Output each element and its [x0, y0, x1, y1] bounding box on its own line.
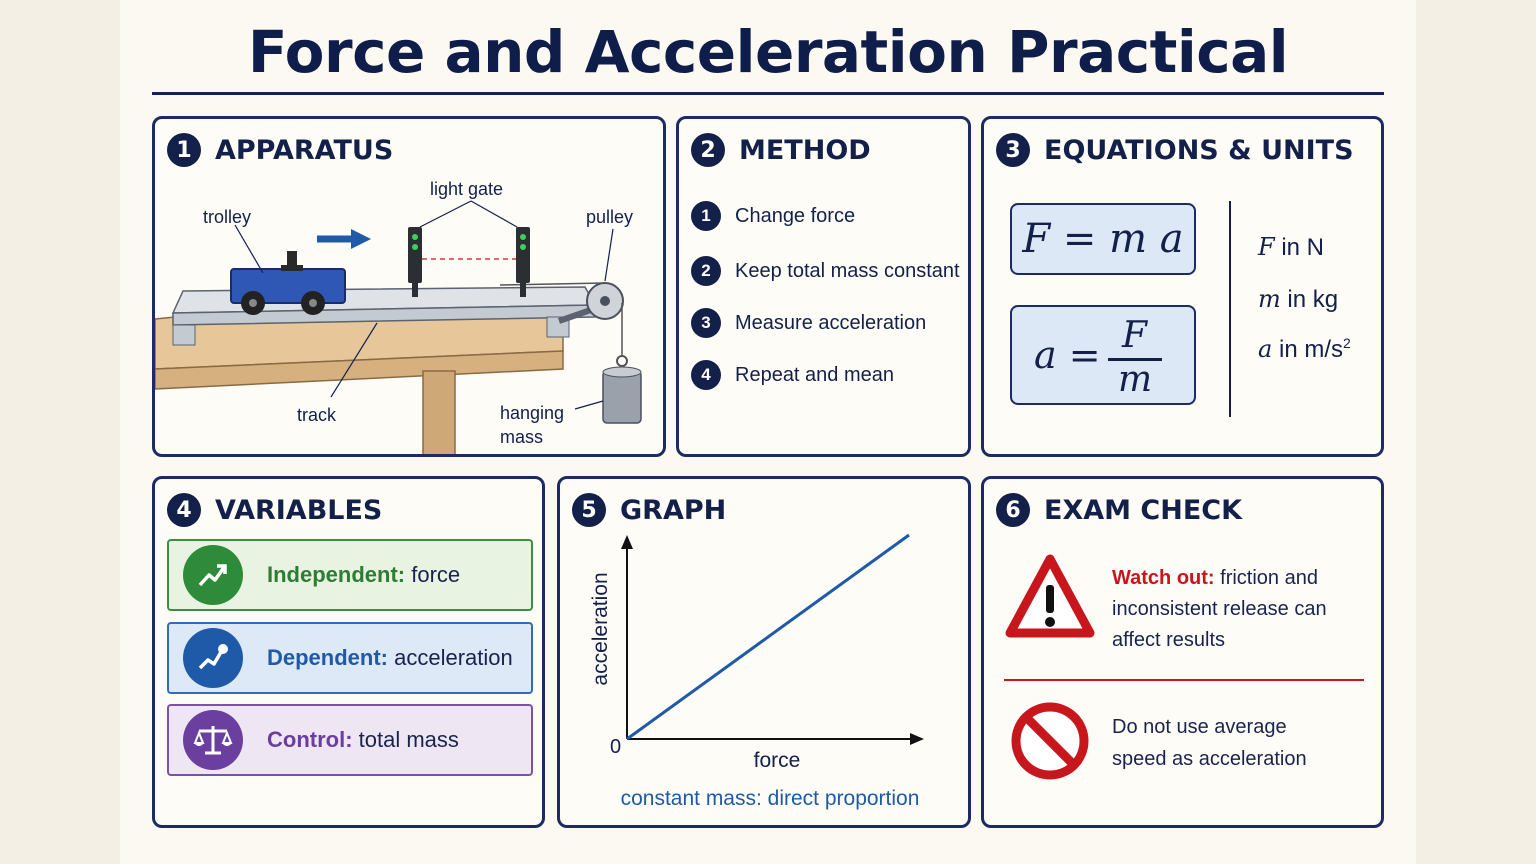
method-header: 2 METHOD	[691, 133, 871, 167]
section-title: APPARATUS	[215, 134, 394, 166]
section-number-badge: 5	[572, 493, 606, 527]
fraction-numerator: F	[1122, 315, 1147, 356]
label-hanging-mass: mass	[500, 427, 543, 447]
method-step: 3 Measure acceleration	[691, 308, 926, 338]
method-panel: 2 METHOD 1 Change force 2 Keep total mas…	[676, 116, 971, 457]
unit-text: in kg	[1280, 286, 1339, 313]
unit-symbol: F	[1258, 233, 1275, 261]
fraction-denominator: m	[1118, 359, 1153, 400]
y-axis-label: acceleration	[589, 572, 612, 685]
step-text: Change force	[735, 204, 856, 227]
section-title: VARIABLES	[215, 494, 383, 526]
control-variable-card: Control: total mass	[167, 704, 533, 776]
page-title: Force and Acceleration Practical	[247, 18, 1289, 86]
section-title: EXAM CHECK	[1044, 494, 1243, 526]
section-number-badge: 1	[167, 133, 201, 167]
y-axis-arrow-icon	[621, 535, 633, 549]
unit-symbol: a	[1258, 335, 1273, 363]
section-number-badge: 6	[996, 493, 1030, 527]
graph-panel: 5 GRAPH 0 force acceleration constant ma…	[557, 476, 971, 828]
label-pulley: pulley	[586, 207, 633, 227]
step-number-badge: 4	[691, 360, 721, 390]
variables-panel: 4 VARIABLES Independent: force Dependent…	[152, 476, 545, 828]
equations-header: 3 EQUATIONS & UNITS	[996, 133, 1354, 167]
label-light-gate: light gate	[430, 179, 503, 199]
variables-header: 4 VARIABLES	[167, 493, 382, 527]
line-graph-icon	[183, 628, 243, 688]
bench-leg	[422, 370, 456, 454]
step-number-badge: 3	[691, 308, 721, 338]
step-number-badge: 2	[691, 256, 721, 286]
graph-header: 5 GRAPH	[572, 493, 726, 527]
force-acceleration-graph: 0 force acceleration constant mass: dire…	[589, 533, 924, 810]
light-gate-left	[408, 227, 422, 283]
trend-up-icon	[183, 545, 243, 605]
variable-value: force	[405, 562, 461, 587]
prohibition-message: Do not use average speed as acceleration	[1112, 716, 1307, 770]
step-text: Measure acceleration	[735, 311, 927, 334]
equation-a-equals-f-over-m: a = F m	[1010, 305, 1196, 405]
hanging-mass-weight	[602, 370, 642, 424]
exam-header: 6 EXAM CHECK	[996, 493, 1242, 527]
light-gate-right	[516, 227, 530, 283]
apparatus-header: 1 APPARATUS	[167, 133, 393, 167]
dependent-variable-card: Dependent: acceleration	[167, 622, 533, 694]
independent-variable-card: Independent: force	[167, 539, 533, 611]
title-divider	[152, 92, 1384, 95]
variable-type: Dependent:	[267, 645, 388, 670]
unit-mass: m in kg	[1258, 285, 1338, 314]
variable-type: Independent:	[267, 562, 406, 587]
step-text: Keep total mass constant	[735, 259, 960, 282]
warning-label: Watch out:	[1112, 567, 1215, 589]
unit-exponent: 2	[1343, 335, 1351, 351]
balance-scale-icon	[183, 710, 243, 770]
motion-arrow-icon	[351, 229, 371, 249]
label-track: track	[297, 405, 337, 425]
apparatus-panel: trolley light gate pulley track hanging …	[152, 116, 666, 457]
variable-value: total mass	[352, 727, 459, 752]
exam-divider	[1004, 679, 1364, 681]
label-trolley: trolley	[203, 207, 251, 227]
graph-caption: constant mass: direct proportion	[621, 787, 920, 810]
exam-check-panel: 6 EXAM CHECK Watch out: friction and inc…	[981, 476, 1384, 828]
section-number-badge: 3	[996, 133, 1030, 167]
warning-message: Watch out: friction and inconsistent rel…	[1112, 567, 1327, 651]
label-hanging-mass: hanging	[500, 403, 564, 423]
series-line	[626, 533, 910, 741]
units-divider	[1229, 201, 1231, 417]
unit-symbol: m	[1258, 285, 1281, 313]
section-number-badge: 2	[691, 133, 725, 167]
unit-text: in m/s	[1272, 336, 1343, 363]
x-axis-label: force	[754, 749, 801, 772]
warning-triangle-icon	[1005, 554, 1095, 638]
step-number-badge: 1	[691, 201, 721, 231]
section-title: GRAPH	[620, 494, 727, 526]
method-step: 2 Keep total mass constant	[691, 256, 960, 286]
origin-label: 0	[610, 736, 621, 758]
apparatus-diagram: trolley light gate pulley track hanging …	[155, 179, 642, 454]
section-title: EQUATIONS & UNITS	[1044, 134, 1354, 166]
section-number-badge: 4	[167, 493, 201, 527]
equation-f-equals-ma: F = m a	[1010, 203, 1196, 275]
bench-front	[155, 350, 564, 390]
variable-value: acceleration	[388, 645, 513, 670]
equation-lhs: a =	[1034, 333, 1101, 377]
method-step: 1 Change force	[691, 201, 855, 231]
unit-acceleration: a in m/s2	[1258, 335, 1351, 364]
x-axis-arrow-icon	[910, 733, 924, 745]
unit-force: F in N	[1258, 233, 1324, 262]
string-horizontal	[499, 282, 606, 286]
fraction-bar	[1108, 358, 1162, 361]
no-entry-icon	[1011, 702, 1089, 780]
section-title: METHOD	[739, 134, 871, 166]
equations-panel: 3 EQUATIONS & UNITS F = m a a = F m F in…	[981, 116, 1384, 457]
step-text: Repeat and mean	[735, 363, 895, 386]
method-step: 4 Repeat and mean	[691, 360, 894, 390]
variable-type: Control:	[267, 727, 353, 752]
unit-text: in N	[1274, 234, 1325, 261]
